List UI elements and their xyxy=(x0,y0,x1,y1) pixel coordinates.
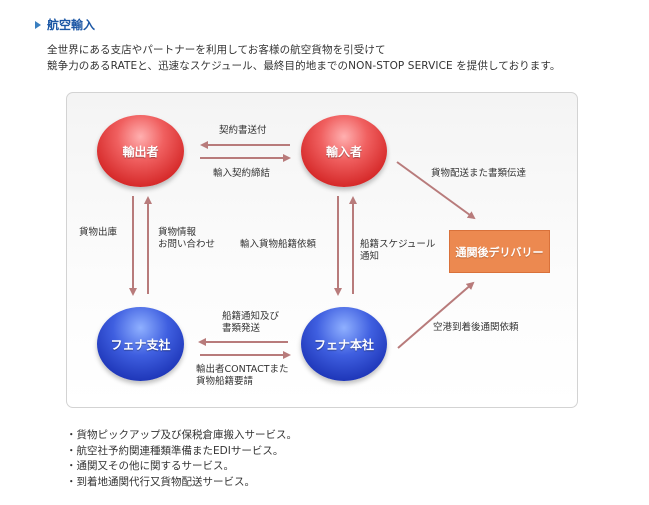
exporter-label: 輸出者 xyxy=(122,144,159,159)
delivery-box: 通関後デリバリー xyxy=(449,230,550,273)
list-item: 航空社予約関連種類準備またEDIサービス。 xyxy=(66,444,297,460)
edge-label-cargo-delivery: 貨物配送また書類伝達 xyxy=(431,168,527,179)
exporter-node: 輸出者 xyxy=(97,115,184,187)
edge-label-vessel-notice-line2: 書類発送 xyxy=(222,323,261,334)
edge-label-import-contract: 輸入契約締結 xyxy=(213,168,271,179)
edge-label-exporter-contact-line1: 輸出者CONTACTまた xyxy=(196,364,289,375)
edge-label-customs-request: 空港到着後通関依頼 xyxy=(433,322,519,333)
list-item: 通関又その他に関するサービス。 xyxy=(66,459,297,475)
list-item: 到着地通関代行又貨物配送サービス。 xyxy=(66,475,297,491)
edge-label-cargo-info-line1: 貨物情報 xyxy=(158,227,197,238)
importer-label: 輸入者 xyxy=(325,144,362,159)
edge-label-vessel-schedule-line2: 通知 xyxy=(360,251,380,262)
edge-label-cargo-info: 貨物情報 お問い合わせ xyxy=(158,227,215,251)
edge-label-vessel-notice-line1: 船籍通知及び xyxy=(222,311,280,322)
fena-branch-label: フェナ支社 xyxy=(110,337,171,352)
edge-label-exporter-contact: 輸出者CONTACTまた 貨物船籍要請 xyxy=(196,364,289,388)
fena-branch-node: フェナ支社 xyxy=(97,307,184,381)
services-list: 貨物ピックアップ及び保税倉庫搬入サービス。 航空社予約関連種類準備またEDIサー… xyxy=(66,428,298,491)
importer-node: 輸入者 xyxy=(301,115,387,187)
intro-line-2: 競争力のあるRATEと、迅速なスケジュール、最終目的地までのNON-STOP S… xyxy=(47,60,561,72)
edge-label-vessel-schedule: 船籍スケジュール 通知 xyxy=(360,239,435,263)
list-item: 貨物ピックアップ及び保税倉庫搬入サービス。 xyxy=(66,428,298,444)
fena-hq-node: フェナ本社 xyxy=(301,307,387,381)
fena-hq-label: フェナ本社 xyxy=(313,337,374,352)
edge-label-import-vessel-request: 輸入貨物船籍依頼 xyxy=(240,239,317,250)
intro-line-1: 全世界にある支店やパートナーを利用してお客様の航空貨物を引受けて xyxy=(47,44,386,56)
page-title: 航空輸入 xyxy=(47,18,96,32)
arrow-importer-to-delivery xyxy=(396,161,476,220)
edge-label-cargo-release: 貨物出庫 xyxy=(79,227,118,238)
triangle-bullet-icon xyxy=(35,20,41,29)
section-header: 航空輸入 xyxy=(35,16,95,33)
edge-label-vessel-schedule-line1: 船籍スケジュール xyxy=(360,239,436,250)
intro-text: 全世界にある支店やパートナーを利用してお客様の航空貨物を引受けて 競争力のあるR… xyxy=(47,42,561,74)
edge-label-vessel-notice: 船籍通知及び 書類発送 xyxy=(222,311,279,335)
arrow-hq-to-delivery xyxy=(397,281,475,349)
edge-label-cargo-info-line2: お問い合わせ xyxy=(158,239,216,250)
delivery-label: 通関後デリバリー xyxy=(455,245,544,259)
edge-label-exporter-contact-line2: 貨物船籍要請 xyxy=(196,376,254,387)
edge-label-contract-send: 契約書送付 xyxy=(219,125,267,136)
